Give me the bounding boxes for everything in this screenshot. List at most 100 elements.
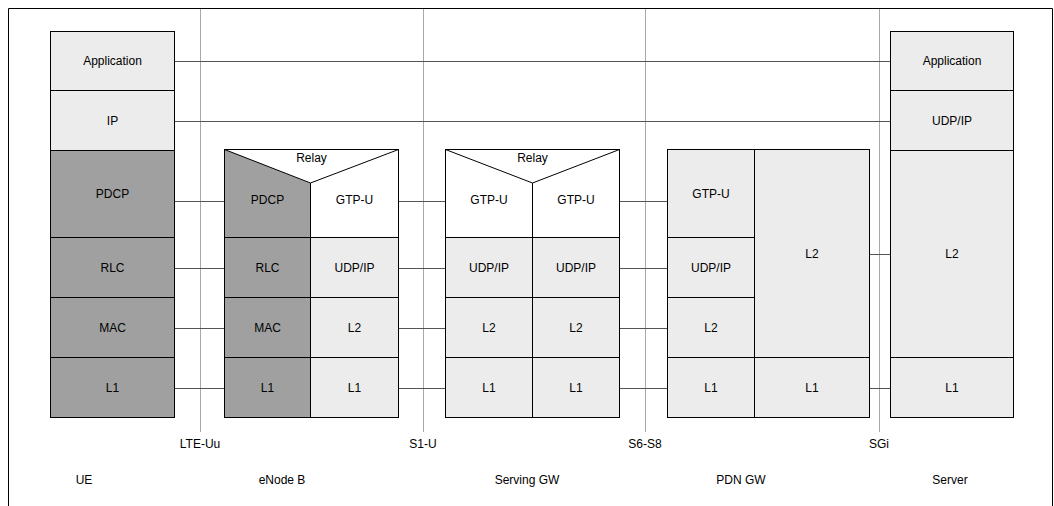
interface-line xyxy=(645,9,646,432)
layer-name: MAC xyxy=(254,321,281,335)
layer-name: IP xyxy=(107,114,118,128)
relay-label: Relay xyxy=(224,149,399,165)
layer-name: UDP/IP xyxy=(691,261,731,275)
peer-link xyxy=(620,388,667,389)
protocol-layer-box: Application xyxy=(50,31,175,91)
interface-name: S6-S8 xyxy=(626,437,663,451)
interface-name: LTE-Uu xyxy=(178,437,222,451)
protocol-layer-box: GTP-U xyxy=(310,163,399,238)
peer-link xyxy=(399,388,445,389)
layer-name: UDP/IP xyxy=(932,114,972,128)
layer-name: UDP/IP xyxy=(556,261,596,275)
protocol-layer-box: L1 xyxy=(310,357,399,418)
interface-name: SGi xyxy=(867,437,891,451)
layer-name: L2 xyxy=(805,247,818,261)
protocol-layer-box: L2 xyxy=(310,297,399,358)
column-divider xyxy=(532,183,533,237)
relay-diagonal xyxy=(446,150,620,184)
layer-name: L1 xyxy=(482,381,495,395)
interface-line xyxy=(423,9,424,432)
relay-diagonal xyxy=(225,150,399,184)
layer-name: L1 xyxy=(348,381,361,395)
network-element-name: Serving GW xyxy=(493,473,562,487)
layer-name: L2 xyxy=(569,321,582,335)
protocol-layer-box: L1 xyxy=(532,357,620,418)
layer-name: GTP-U xyxy=(557,193,594,207)
layer-name: UDP/IP xyxy=(334,261,374,275)
layer-name: Application xyxy=(923,54,982,68)
network-element-name: Server xyxy=(930,473,969,487)
protocol-layer-box: MAC xyxy=(50,297,175,358)
layer-name: L1 xyxy=(569,381,582,395)
layer-name: Application xyxy=(83,54,142,68)
layer-name: L2 xyxy=(704,321,717,335)
peer-link xyxy=(620,201,667,202)
protocol-layer-box: MAC xyxy=(224,297,311,358)
layer-name: PDCP xyxy=(96,187,129,201)
layer-name: L1 xyxy=(106,381,119,395)
layer-name: L1 xyxy=(945,381,958,395)
interface-line xyxy=(879,9,880,432)
peer-link xyxy=(399,328,445,329)
peer-link xyxy=(620,328,667,329)
protocol-layer-box: UDP/IP xyxy=(445,237,533,298)
network-element-name: UE xyxy=(74,473,95,487)
protocol-layer-box: UDP/IP xyxy=(890,90,1014,151)
protocol-layer-box: GTP-U xyxy=(445,163,533,238)
layer-name: L1 xyxy=(704,381,717,395)
peer-link xyxy=(399,201,445,202)
layer-name: MAC xyxy=(99,321,126,335)
diagram-frame xyxy=(9,9,1053,506)
protocol-layer-box: IP xyxy=(50,90,175,151)
layer-name: L1 xyxy=(805,381,818,395)
peer-link xyxy=(870,388,890,389)
protocol-layer-box: L2 xyxy=(532,297,620,358)
protocol-layer-box: L1 xyxy=(224,357,311,418)
layer-name: L1 xyxy=(261,381,274,395)
layer-name: UDP/IP xyxy=(469,261,509,275)
protocol-layer-box: L1 xyxy=(890,357,1014,418)
protocol-layer-box: L1 xyxy=(667,357,755,418)
layer-name: GTP-U xyxy=(470,193,507,207)
protocol-layer-box: L2 xyxy=(890,150,1014,358)
protocol-layer-box: L2 xyxy=(667,297,755,358)
protocol-layer-box: UDP/IP xyxy=(310,237,399,298)
protocol-layer-box: GTP-U xyxy=(667,149,755,238)
peer-link xyxy=(870,254,890,255)
layer-name: L2 xyxy=(945,247,958,261)
protocol-layer-box: Application xyxy=(890,31,1014,91)
peer-link xyxy=(399,268,445,269)
layer-name: RLC xyxy=(100,261,124,275)
protocol-layer-box: L1 xyxy=(50,357,175,418)
protocol-layer-box: L1 xyxy=(445,357,533,418)
layer-name: PDCP xyxy=(251,193,284,207)
protocol-layer-box: UDP/IP xyxy=(532,237,620,298)
layer-name: GTP-U xyxy=(336,193,373,207)
protocol-layer-box: GTP-U xyxy=(532,163,620,238)
peer-link xyxy=(175,201,224,202)
layer-name: GTP-U xyxy=(692,187,729,201)
protocol-layer-box: L2 xyxy=(754,149,870,358)
network-element-name: eNode B xyxy=(257,473,308,487)
node-outline xyxy=(225,150,399,418)
protocol-layer-box: L1 xyxy=(754,357,870,418)
protocol-layer-box: UDP/IP xyxy=(667,237,755,298)
protocol-layer-box: RLC xyxy=(224,237,311,298)
layer-name: RLC xyxy=(255,261,279,275)
peer-link xyxy=(175,328,224,329)
node-outline xyxy=(446,150,620,418)
interface-name: S1-U xyxy=(407,437,438,451)
layer-name: L2 xyxy=(482,321,495,335)
peer-link xyxy=(175,388,224,389)
peer-link xyxy=(175,61,890,62)
peer-link xyxy=(175,268,224,269)
peer-link xyxy=(620,268,667,269)
interface-line xyxy=(200,9,201,432)
protocol-layer-box: PDCP xyxy=(224,163,311,238)
protocol-layer-box: L2 xyxy=(445,297,533,358)
relay-label: Relay xyxy=(445,149,620,165)
relay-node-box: RelayPDCP GTP-U RLC UDP/IP MAC L2L1 L1 xyxy=(224,149,399,418)
layer-name: L2 xyxy=(348,321,361,335)
